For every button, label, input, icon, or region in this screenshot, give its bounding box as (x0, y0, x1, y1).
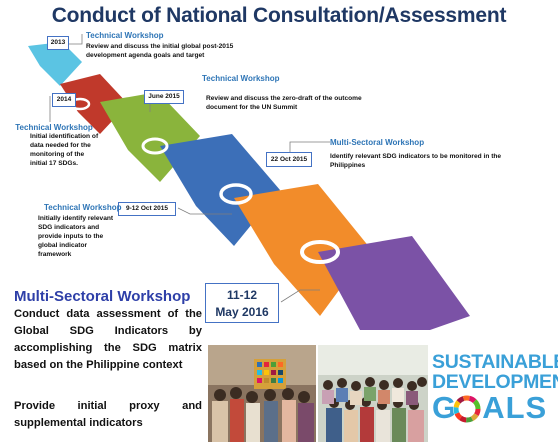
date-box-june-2015: June 2015 (144, 90, 184, 104)
step-header-2014: Technical Workshop (15, 123, 93, 132)
circle-marker (219, 183, 253, 205)
sdg-logo-goals-row: GOALS (432, 392, 558, 424)
sdg-logo-line2: DEVELOPMENT (432, 371, 558, 393)
date-box-2014: 2014 (52, 93, 76, 107)
final-date-box: 11-12 May 2016 (205, 283, 279, 323)
step-header-june-2015: Technical Workshop (202, 74, 280, 83)
chevron-2013 (28, 42, 82, 86)
date-box-oct-2015: 9-12 Oct 2015 (118, 202, 176, 216)
step-description-22-oct-2015: Identify relevant SDG indicators to be m… (330, 153, 502, 169)
connector-lines (49, 34, 330, 303)
final-date-line2: May 2016 (215, 305, 269, 319)
final-date-line1: 11-12 (226, 288, 258, 302)
final-step-proxy-text: Provide initial proxy and supplemental i… (14, 400, 202, 429)
connector-line (177, 207, 232, 215)
step-header-oct-2015: Technical Workshop (44, 203, 122, 212)
step-description-2014: Initial identification of data needed fo… (30, 133, 99, 167)
step-header-2013: Technical Workshop (86, 31, 164, 40)
circle-marker (141, 137, 169, 155)
timeline-chevrons (28, 42, 470, 330)
page-title: Conduct of National Consultation/Assessm… (51, 4, 507, 27)
circle-marker (300, 240, 340, 264)
step-description-oct-2015: Initially identify relevant SDG indicato… (38, 215, 114, 258)
chevron-may-2016 (318, 236, 470, 330)
workshop-photo-left (208, 345, 316, 442)
workshop-photo-left-image (208, 345, 316, 442)
sdg-logo-line1: SUSTAINABLE (432, 351, 558, 373)
final-step-description: Conduct data assessment of the Global SD… (14, 308, 202, 371)
step-description-2013: Review and discuss the initial global po… (86, 43, 234, 59)
step-header-22-oct-2015: Multi-Sectoral Workshop (330, 138, 425, 147)
workshop-photo-right-image (318, 345, 428, 442)
step-description-june-2015: Review and discuss the zero-draft of the… (206, 95, 362, 111)
connector-line (289, 141, 330, 152)
connector-line (68, 34, 83, 45)
date-box-2013: 2013 (47, 36, 69, 50)
connector-line (280, 289, 320, 303)
sdg-logo: SUSTAINABLE DEVELOPMENT GOALS (432, 352, 558, 424)
date-box-22-oct-2015: 22 Oct 2015 (266, 152, 312, 167)
sdg-logo-line3: GOALS (432, 390, 548, 425)
final-step-header: Multi-Sectoral Workshop (14, 288, 191, 305)
sdg-wheel-icon (453, 395, 481, 423)
workshop-photo-right (318, 345, 428, 442)
